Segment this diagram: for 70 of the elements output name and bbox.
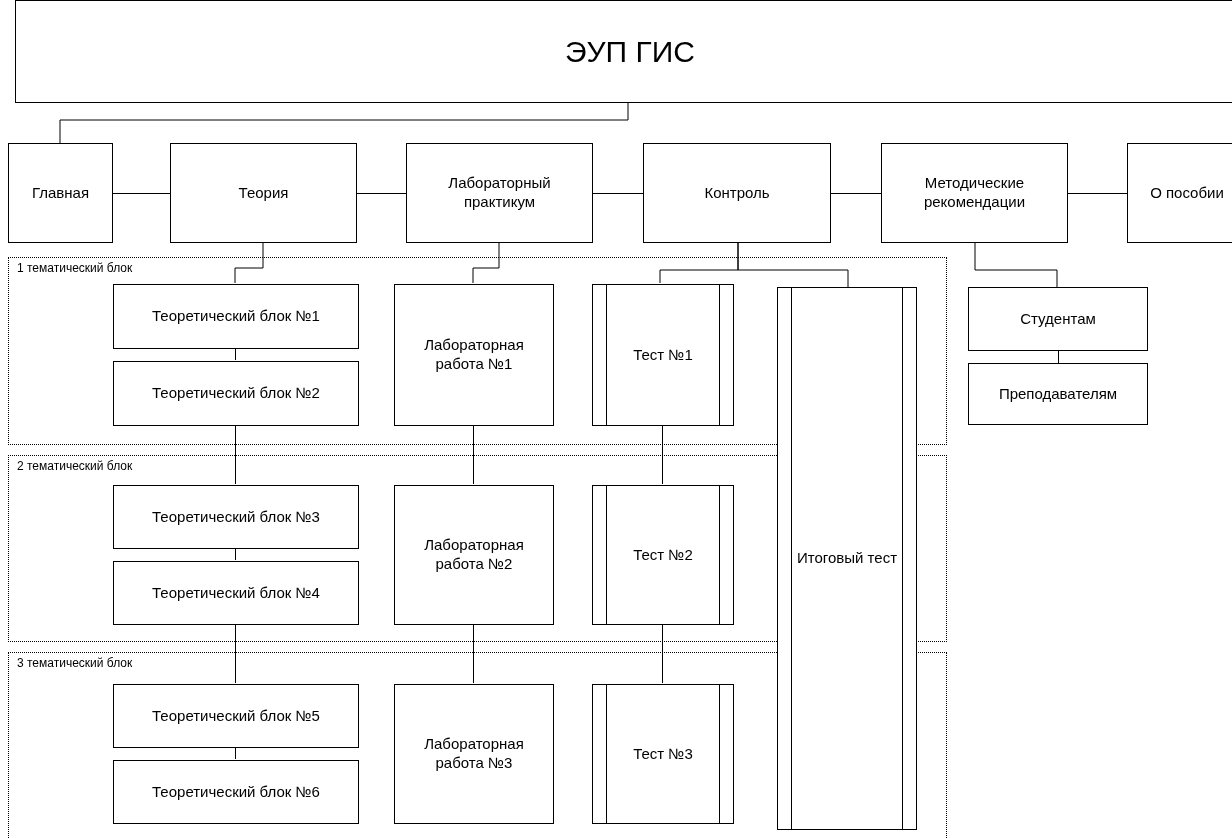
node-label: Тест №3	[632, 744, 694, 764]
node-label: Теоретический блок №3	[151, 507, 321, 527]
node-label: Теоретический блок №5	[151, 706, 321, 726]
connector-line	[737, 242, 849, 288]
node-label: Теоретический блок №1	[151, 307, 321, 326]
connector-line	[235, 347, 236, 361]
node-label: Теоретический блок №4	[151, 583, 321, 603]
connector-line	[234, 242, 264, 284]
subprocess-box	[592, 485, 734, 625]
process-box	[406, 143, 593, 243]
connector-line	[472, 242, 500, 284]
group-heading: 3 тематический блок	[17, 656, 133, 671]
connector-line	[235, 623, 236, 684]
node-label: Лабораторный практикум	[447, 174, 552, 212]
node-label: Теоретический блок №2	[151, 384, 321, 403]
group-frame	[8, 652, 947, 838]
process-box	[1127, 143, 1232, 243]
node-label: Лабораторная работа №1	[423, 336, 525, 374]
connector-line	[1058, 350, 1059, 364]
process-box	[113, 561, 359, 625]
subprocess-box	[592, 284, 734, 426]
connector-line	[112, 193, 171, 194]
process-box	[643, 143, 831, 243]
node-label: Итоговый тест	[796, 549, 898, 568]
node-label: О пособии	[1149, 183, 1225, 203]
process-box	[170, 143, 357, 243]
connector-line	[1067, 193, 1128, 194]
connector-line	[59, 102, 629, 144]
node-label: Теоретический блок №6	[151, 782, 321, 802]
title-box	[15, 0, 1232, 103]
node-label: Тест №1	[632, 345, 694, 365]
process-box	[394, 284, 554, 426]
connector-line	[662, 424, 663, 485]
node-label: Преподавателям	[997, 384, 1119, 404]
group-heading: 1 тематический блок	[17, 261, 133, 276]
process-box	[113, 361, 359, 426]
connector-line	[356, 193, 407, 194]
group-frame	[8, 455, 947, 642]
node-label: Теория	[237, 183, 290, 203]
group-frame	[8, 257, 947, 445]
process-box	[968, 363, 1148, 425]
connector-line	[974, 242, 1058, 288]
process-box	[113, 485, 359, 549]
node-label: Студентам	[1019, 309, 1097, 329]
connector-line	[473, 424, 474, 485]
node-label: Контроль	[703, 183, 771, 203]
node-label: ЭУП ГИС	[564, 33, 696, 70]
node-label: Тест №2	[632, 545, 694, 565]
connector-line	[235, 547, 236, 561]
connector-line	[592, 193, 644, 194]
connector-line	[235, 746, 236, 760]
process-box	[8, 143, 113, 243]
connector-line	[830, 193, 882, 194]
connector-line	[473, 623, 474, 684]
connector-line	[662, 623, 663, 684]
connector-line	[235, 424, 236, 485]
node-label: Методические рекомендации	[922, 174, 1027, 212]
process-box	[394, 485, 554, 625]
subprocess-box	[592, 684, 734, 824]
group-heading: 2 тематический блок	[17, 459, 133, 474]
node-label: Лабораторная работа №2	[423, 536, 525, 574]
node-label: Лабораторная работа №3	[423, 735, 525, 773]
node-label: Главная	[30, 183, 91, 203]
subprocess-box	[777, 287, 917, 830]
process-box	[113, 284, 359, 349]
process-box	[968, 287, 1148, 351]
process-box	[394, 684, 554, 824]
process-box	[113, 760, 359, 824]
process-box	[881, 143, 1068, 243]
process-box	[113, 684, 359, 748]
